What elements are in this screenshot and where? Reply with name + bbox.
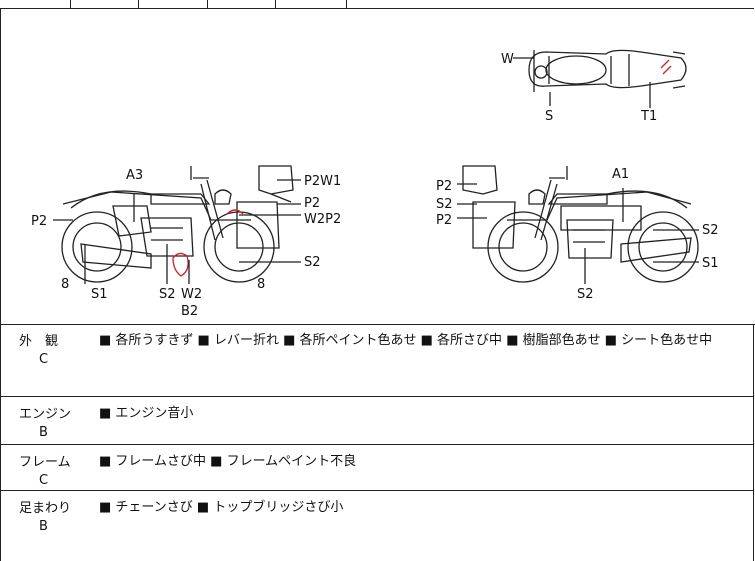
label-p2-front: P2 (304, 196, 320, 211)
row-name: エンジン (19, 407, 72, 422)
row-name: 外 観 (19, 334, 59, 349)
row-grade: B (39, 425, 48, 440)
row-header: フレーム C (1, 445, 87, 490)
condition-row-suspension: 足まわり B ■ チェーンさび ■ トップブリッジさび小 (0, 491, 754, 561)
label-p2-rear: P2 (31, 214, 47, 229)
label-w: W (501, 52, 514, 67)
label-a3: A3 (126, 168, 143, 183)
label-p2-bottom: P2 (436, 213, 452, 228)
motorcycle-left-view-icon (61, 165, 294, 283)
row-name: 足まわり (19, 501, 72, 516)
condition-row-frame: フレーム C ■ フレームさび中 ■ フレームペイント不良 (0, 445, 754, 491)
label-w2p2: W2P2 (304, 212, 341, 227)
motorcycle-diagram-svg: W S T1 A3 P2 P2W1 P2 W2P2 S2 8 8 S1 S2 W… (31, 49, 719, 319)
row-name: フレーム (19, 455, 71, 470)
row-grade: C (39, 352, 49, 367)
table-cell-divider (207, 0, 208, 8)
row-header: 外 観 C (1, 324, 87, 396)
label-a1: A1 (612, 167, 629, 182)
label-t1: T1 (640, 109, 657, 124)
label-s2-engine: S2 (159, 287, 176, 302)
label-s1: S1 (91, 287, 108, 302)
label-s2-right: S2 (702, 223, 719, 238)
row-header: 足まわり B (1, 491, 87, 561)
label-s2-front: S2 (304, 255, 321, 270)
row-notes: ■ 各所うすきず ■ レバー折れ ■ 各所ペイント色あせ ■ 各所さび中 ■ 樹… (99, 333, 713, 348)
top-table-strip (0, 0, 754, 9)
label-8-front: 8 (257, 277, 265, 292)
row-notes: ■ チェーンさび ■ トップブリッジさび小 (99, 500, 344, 515)
label-s: S (545, 109, 553, 124)
condition-row-exterior: 外 観 C ■ 各所うすきず ■ レバー折れ ■ 各所ペイント色あせ ■ 各所さ… (0, 324, 754, 397)
row-notes: ■ エンジン音小 (99, 406, 194, 421)
label-8-rear: 8 (61, 277, 69, 292)
row-notes: ■ フレームさび中 ■ フレームペイント不良 (99, 454, 357, 469)
label-s2-left: S2 (436, 197, 453, 212)
damage-diagram: W S T1 A3 P2 P2W1 P2 W2P2 S2 8 8 S1 S2 W… (0, 8, 755, 325)
label-s1-right: S1 (702, 256, 719, 271)
row-header: エンジン B (1, 397, 87, 444)
row-grade: C (39, 473, 49, 488)
label-w2: W2 (181, 287, 202, 302)
table-cell-divider (346, 0, 347, 8)
label-b2: B2 (181, 304, 198, 319)
label-s2-bottom: S2 (577, 287, 594, 302)
row-grade: B (39, 519, 48, 534)
table-cell-divider (70, 0, 71, 8)
motorcycle-right-view-icon (462, 165, 699, 283)
condition-row-engine: エンジン B ■ エンジン音小 (0, 397, 754, 445)
motorcycle-top-view-icon (528, 49, 687, 92)
table-cell-divider (275, 0, 276, 8)
table-cell-divider (138, 0, 139, 8)
label-p2-top: P2 (436, 179, 452, 194)
label-p2w1: P2W1 (304, 174, 341, 189)
